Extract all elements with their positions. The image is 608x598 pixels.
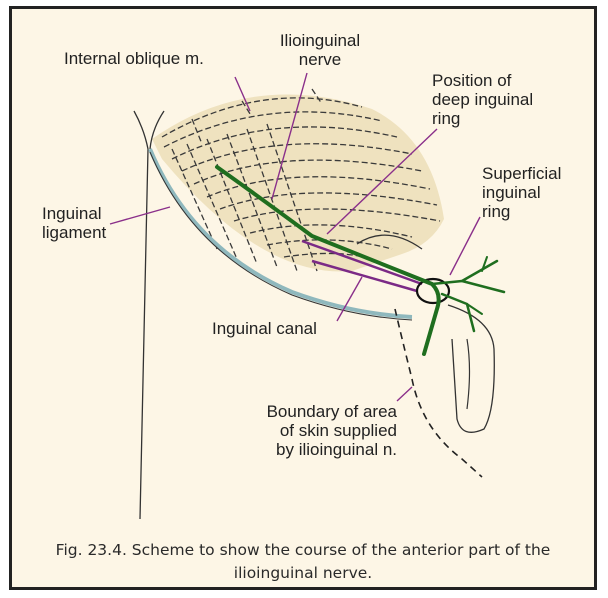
figure-caption: Fig. 23.4. Scheme to show the course of … — [22, 539, 584, 585]
label-ilioinguinal-nerve: Ilioinguinal nerve — [270, 31, 370, 69]
label-inguinal-canal: Inguinal canal — [212, 319, 317, 338]
figure: Internal oblique m. Ilioinguinal nerve P… — [9, 6, 597, 590]
label-skin-boundary: Boundary of area of skin supplied by ili… — [212, 402, 397, 459]
trunk-outline-left — [134, 111, 148, 519]
label-superficial-inguinal-ring: Superficial inguinal ring — [482, 164, 561, 221]
label-internal-oblique: Internal oblique m. — [64, 49, 204, 68]
label-deep-inguinal-ring: Position of deep inguinal ring — [432, 71, 533, 128]
label-inguinal-ligament: Inguinal ligament — [42, 204, 106, 242]
